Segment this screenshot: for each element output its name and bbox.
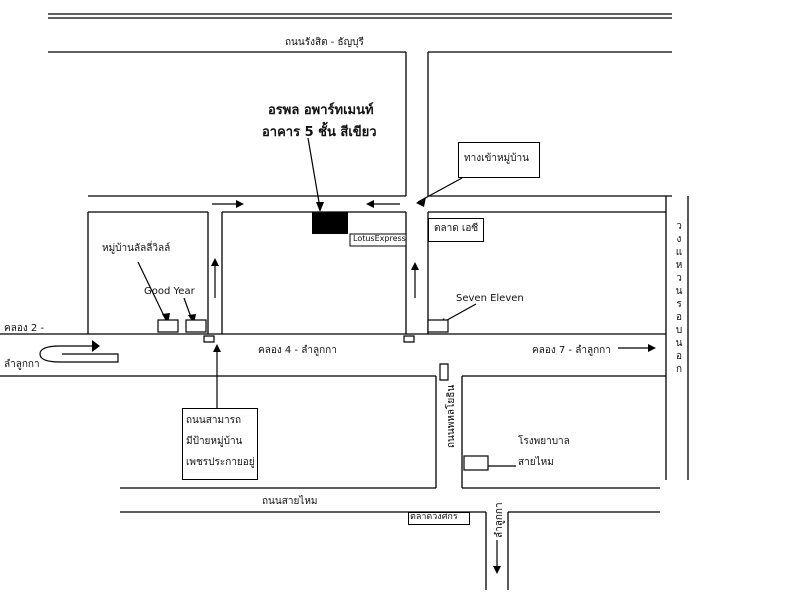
- apartment-title: อรพล อพาร์ทเมนท์: [268, 103, 374, 118]
- sai-mai-road-label: ถนนสายไหม: [262, 496, 318, 507]
- market-bottom-box: [408, 512, 470, 525]
- village-entrance-box: [458, 142, 540, 178]
- apartment-marker: [312, 212, 348, 234]
- market-bottom-label: ตลาดวงศกร: [410, 512, 458, 522]
- phahon-road-label: ถนนพหลโยธิน: [446, 384, 457, 448]
- samakkhi-line3: เพชรประกายอยู่: [186, 457, 255, 468]
- market-label: ตลาด เอซี: [434, 223, 479, 234]
- hospital-label-line1: โรงพยาบาล: [518, 436, 570, 447]
- lotus-express-label: LotusExpress: [353, 234, 406, 243]
- apartment-subtitle: อาคาร 5 ชั้น สีเขียว: [262, 125, 377, 140]
- hospital-label-line2: สายไหม: [518, 457, 554, 468]
- top-road-label: ถนนรังสิต - ธัญบุรี: [285, 37, 364, 48]
- ring-road-label: วงแหวนรอบนอก: [675, 221, 683, 375]
- lalil-village-label: หมู่บ้านลัลลี่วิลล์: [102, 243, 171, 254]
- samakkhi-box: [182, 408, 258, 480]
- lam-luk-ka-bottom-label: ลำลูกกา: [494, 502, 505, 538]
- khlong2-label: คลอง 2 -: [4, 323, 45, 334]
- market-box: [428, 218, 484, 242]
- seven-eleven-label: Seven Eleven: [456, 293, 524, 304]
- khlong2-label-line2: ลำลูกกา: [4, 359, 40, 370]
- khlong4-label: คลอง 4 - ลำลูกกา: [258, 345, 337, 356]
- village-entrance-label: ทางเข้าหมู่บ้าน: [464, 153, 529, 164]
- khlong7-label: คลอง 7 - ลำลูกกา: [532, 345, 611, 356]
- samakkhi-line1: ถนนสามารถ: [186, 415, 242, 426]
- samakkhi-line2: มีป้ายหมู่บ้าน: [186, 436, 243, 447]
- good-year-label: Good Year: [144, 286, 195, 297]
